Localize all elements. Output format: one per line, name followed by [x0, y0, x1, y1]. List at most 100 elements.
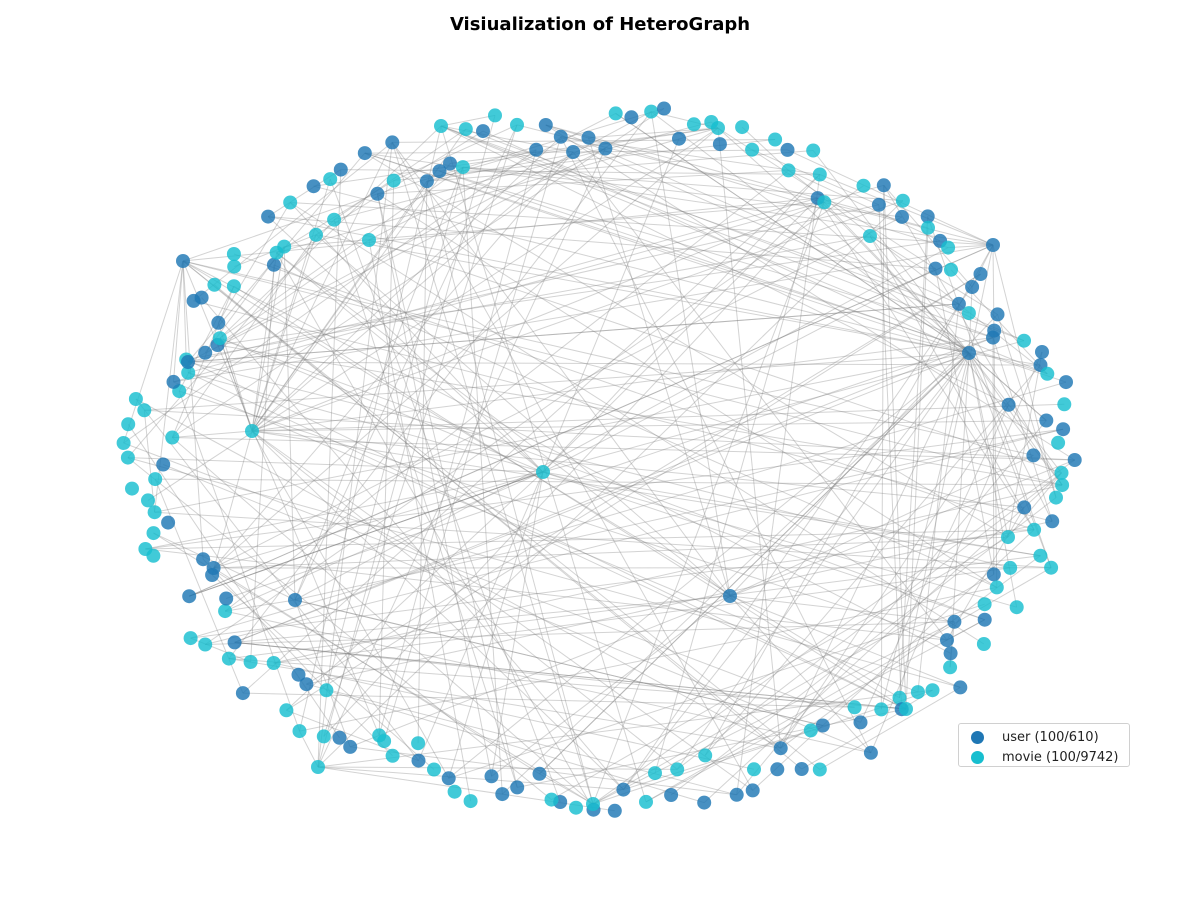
graph-edge: [729, 595, 961, 688]
user-node: [947, 614, 962, 629]
movie-node: [686, 117, 701, 132]
movie-node: [125, 481, 139, 496]
user-node: [235, 686, 250, 701]
user-node: [529, 142, 544, 157]
graph-edge: [1007, 351, 1043, 538]
graph-edge: [219, 337, 544, 473]
graph-edge: [801, 708, 907, 770]
graph-edge: [378, 149, 537, 736]
movie-node: [427, 762, 441, 777]
graph-edge: [217, 240, 941, 346]
graph-edge: [251, 163, 451, 432]
graph-edge: [542, 340, 1025, 473]
graph-edge: [193, 300, 1053, 522]
graph-edge: [182, 260, 821, 770]
user-node: [1045, 514, 1060, 529]
graph-edge: [615, 112, 970, 354]
movie-node: [1033, 548, 1048, 563]
movie-node: [921, 220, 935, 235]
graph-edge: [710, 121, 970, 354]
user-node: [876, 178, 891, 193]
movie-node: [1051, 435, 1066, 450]
graph-edge: [333, 128, 467, 221]
graph-edge: [173, 260, 184, 382]
user-node: [532, 766, 547, 781]
graph-edge: [968, 352, 1041, 366]
graph-edge: [317, 766, 624, 791]
user-node: [1039, 413, 1054, 428]
movie-node: [989, 580, 1004, 595]
user-marker-icon: [971, 730, 984, 744]
graph-edge: [189, 471, 544, 597]
user-node: [794, 762, 809, 776]
graph-edge: [880, 352, 970, 710]
user-node: [1001, 397, 1016, 412]
user-node: [196, 552, 211, 567]
movie-node: [147, 505, 162, 520]
graph-edge: [968, 352, 1053, 522]
graph-edge: [703, 472, 1062, 803]
graph-edge: [276, 252, 731, 597]
graph-edge: [144, 409, 1075, 461]
graph-title: Visiualization of HeteroGraph: [450, 14, 750, 35]
graph-edge: [188, 244, 994, 597]
graph-edge: [193, 142, 393, 302]
movie-node: [1017, 333, 1031, 348]
graph-edge: [127, 457, 961, 688]
movie-node: [146, 526, 161, 541]
graph-edge: [123, 260, 184, 444]
graph-edge: [242, 692, 855, 708]
graph-edge: [364, 152, 1009, 538]
movie-node: [1003, 560, 1018, 575]
graph-edge: [905, 227, 929, 710]
movie-node: [812, 167, 827, 182]
graph-edge: [545, 124, 960, 305]
movie-node: [856, 178, 871, 193]
user-node: [181, 355, 195, 369]
movie-node: [463, 794, 478, 809]
graph-edge: [377, 169, 789, 195]
movie-node: [586, 797, 600, 811]
graph-edge: [123, 442, 861, 723]
graph-edge: [368, 239, 1062, 474]
graph-edge: [251, 151, 574, 432]
graph-edge: [219, 337, 985, 621]
graph-edge: [213, 127, 719, 569]
graph-edge: [439, 170, 994, 339]
user-node: [566, 145, 581, 159]
graph-edge: [185, 359, 907, 710]
graph-edge: [294, 124, 518, 601]
graph-edge: [187, 361, 1041, 366]
graph-edge: [187, 148, 606, 363]
graph-edge: [251, 178, 331, 432]
graph-edge: [186, 235, 871, 360]
graph-edge: [448, 352, 970, 779]
movie-node: [411, 736, 426, 751]
graph-edge: [182, 260, 951, 654]
movie-node: [372, 728, 387, 743]
graph-edge: [190, 529, 1035, 639]
movie-node: [899, 702, 913, 716]
user-node: [182, 589, 197, 604]
movie-node: [323, 172, 338, 187]
graph-edge: [171, 234, 317, 438]
graph-edge: [560, 136, 872, 754]
movie-node: [137, 403, 152, 418]
graph-edge: [145, 428, 1064, 550]
graph-edge: [226, 337, 994, 599]
graph-edge: [267, 216, 544, 473]
graph-edge: [729, 314, 998, 597]
user-node: [940, 633, 954, 648]
movie-node: [277, 239, 292, 254]
graph-edge: [491, 595, 731, 777]
graph-edge: [650, 111, 970, 354]
movie-node: [221, 651, 236, 666]
graph-edge: [717, 127, 782, 749]
graph-edge: [333, 219, 518, 788]
graph-edge: [189, 471, 544, 597]
graph-edge: [883, 185, 1063, 486]
movie-node: [976, 637, 991, 651]
graph-edge: [251, 200, 904, 432]
graph-edge: [449, 127, 719, 164]
user-node: [697, 795, 712, 810]
